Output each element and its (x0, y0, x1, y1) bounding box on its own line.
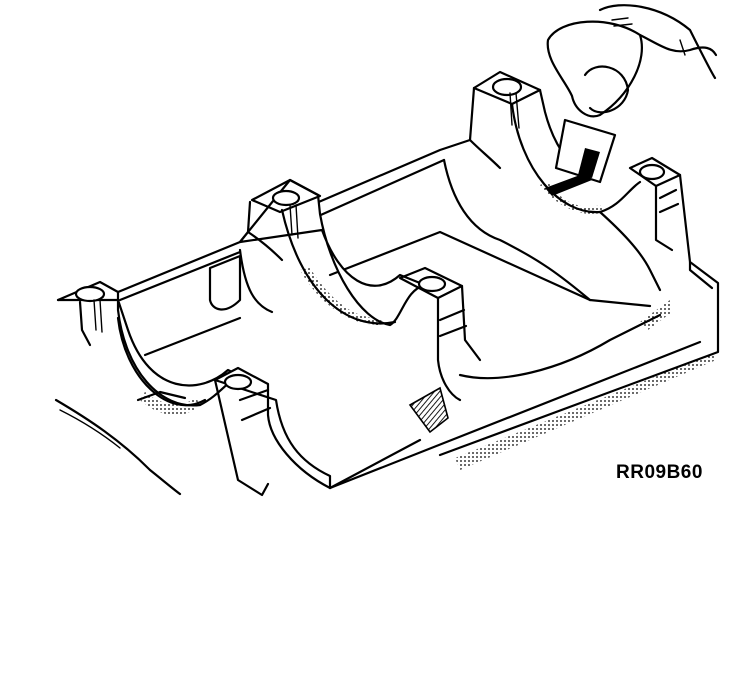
main-bearing-bulkhead-2 (208, 178, 427, 327)
figure-reference-code: RR09B60 (616, 462, 703, 483)
block-outline (54, 138, 720, 496)
crankcase-floor (143, 230, 672, 380)
hand-with-brush (545, 4, 718, 196)
lower-front-bulkheads (213, 266, 482, 497)
main-bearing-bulkhead-4 (598, 156, 682, 292)
main-bearing-bulkhead-1 (56, 280, 242, 416)
